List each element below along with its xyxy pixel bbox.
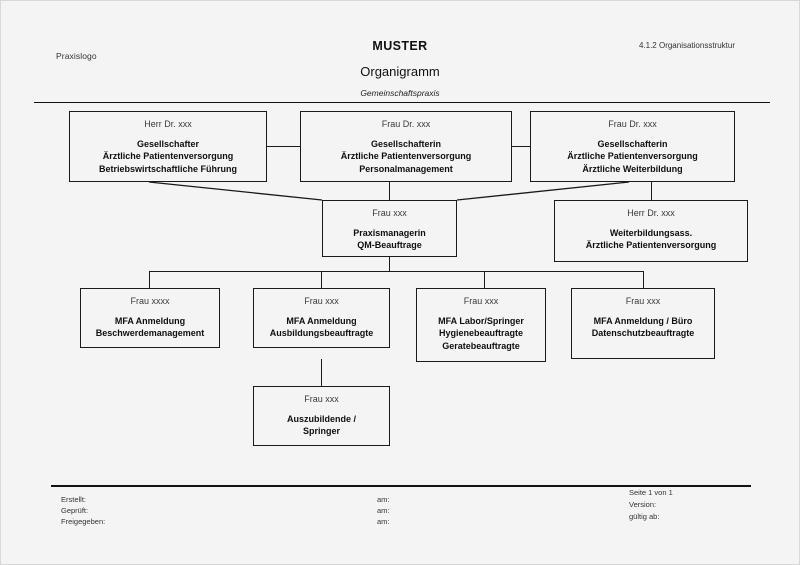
org-node-person: Frau xxx bbox=[372, 208, 407, 218]
footer-checked-label: Geprüft: bbox=[61, 506, 89, 515]
org-node-roles: Weiterbildungsass. Ärztliche Patientenve… bbox=[582, 227, 721, 251]
org-node-mfa-office-privacy[interactable]: Frau xxx MFA Anmeldung / Büro Datenschut… bbox=[571, 288, 715, 359]
connector-bus-mfa2 bbox=[321, 271, 323, 288]
org-node-roles: Gesellschafter Ärztliche Patientenversor… bbox=[95, 138, 241, 174]
org-node-role: MFA Anmeldung bbox=[286, 316, 357, 327]
header-divider bbox=[34, 102, 770, 104]
org-node-role: Datenschutzbeauftragte bbox=[591, 328, 695, 339]
org-node-role: Hygienebeauftragte bbox=[438, 328, 523, 339]
org-node-role: Personalmanagement bbox=[359, 163, 453, 174]
org-node-role: Ärztliche Patientenversorgung bbox=[340, 151, 472, 162]
org-node-trainee[interactable]: Frau xxx Auszubildende / Springer bbox=[253, 386, 390, 446]
org-node-role: MFA Labor/Springer bbox=[438, 316, 524, 327]
org-node-role: Ärztliche Weiterbildung bbox=[582, 163, 683, 174]
org-node-person: Frau xxx bbox=[304, 394, 339, 404]
org-node-role: Beschwerdemanagement bbox=[95, 328, 205, 339]
org-node-role: Springer bbox=[302, 426, 340, 437]
org-node-person: Herr Dr. xxx bbox=[627, 208, 675, 218]
page-title: Organigramm bbox=[360, 64, 440, 79]
org-node-roles: Gesellschafterin Ärztliche Patientenvers… bbox=[563, 138, 702, 174]
footer-date-label-released: am: bbox=[377, 517, 390, 526]
connector-bus-mfa1 bbox=[149, 271, 151, 288]
org-node-role: Gesellschafterin bbox=[597, 139, 668, 150]
org-node-mfa-lab-hygiene[interactable]: Frau xxx MFA Labor/Springer Hygienebeauf… bbox=[416, 288, 546, 362]
org-node-person: Frau Dr. xxx bbox=[381, 119, 431, 129]
connector-bus-mfa4 bbox=[643, 271, 645, 288]
org-node-roles: Praxismanagerin QM-Beauftrage bbox=[349, 227, 430, 251]
org-node-role: QM-Beauftrage bbox=[357, 240, 422, 251]
footer-date-label-created: am: bbox=[377, 495, 390, 504]
org-node-role: Auszubildende / bbox=[286, 414, 356, 425]
org-node-role: Praxismanagerin bbox=[353, 228, 426, 239]
org-node-practice-manager[interactable]: Frau xxx Praxismanagerin QM-Beauftrage bbox=[322, 200, 457, 257]
connector-mfa2-trainee bbox=[321, 359, 323, 386]
connector-partner2-manager bbox=[389, 182, 391, 200]
org-node-roles: Auszubildende / Springer bbox=[283, 413, 360, 437]
footer-created-label: Erstellt: bbox=[61, 495, 87, 504]
connector-partner1-partner2 bbox=[267, 146, 300, 148]
footer-date-label-checked: am: bbox=[377, 506, 390, 515]
org-node-mfa-reception-complaints[interactable]: Frau xxxx MFA Anmeldung Beschwerdemanage… bbox=[80, 288, 220, 348]
connector-partner3-assistant bbox=[651, 182, 653, 200]
org-node-person: Frau Dr. xxx bbox=[608, 119, 657, 129]
org-node-role: Betriebswirtschaftliche Führung bbox=[98, 163, 238, 174]
org-node-person: Frau xxx bbox=[625, 296, 661, 306]
footer-page-number: Seite 1 von 1 bbox=[629, 488, 673, 497]
org-node-partner2[interactable]: Frau Dr. xxx Gesellschafterin Ärztliche … bbox=[300, 111, 512, 182]
connector-bus-mfa3 bbox=[484, 271, 486, 288]
org-node-roles: MFA Anmeldung / Büro Datenschutzbeauftra… bbox=[588, 315, 699, 339]
org-node-roles: MFA Labor/Springer Hygienebeauftragte Ge… bbox=[434, 315, 528, 351]
org-node-role: Gesellschafter bbox=[136, 139, 200, 150]
org-node-role: Geratebeauftragte bbox=[442, 340, 520, 351]
org-node-training-assistant[interactable]: Herr Dr. xxx Weiterbildungsass. Ärztlich… bbox=[554, 200, 748, 262]
org-node-role: MFA Anmeldung / Büro bbox=[593, 316, 693, 327]
connector-manager-to-bus bbox=[389, 257, 391, 272]
praxis-logo-placeholder: Praxislogo bbox=[56, 51, 97, 61]
footer-version-label: Version: bbox=[629, 500, 657, 509]
org-node-person: Herr Dr. xxx bbox=[144, 119, 192, 129]
document-muster-label: MUSTER bbox=[372, 39, 428, 53]
footer-divider bbox=[51, 485, 751, 487]
org-node-roles: MFA Anmeldung Beschwerdemanagement bbox=[92, 315, 209, 339]
org-node-role: MFA Anmeldung bbox=[114, 316, 186, 327]
page-subtitle: Gemeinschaftspraxis bbox=[360, 88, 440, 98]
org-node-person: Frau xxx bbox=[304, 296, 339, 306]
org-node-partner1[interactable]: Herr Dr. xxx Gesellschafter Ärztliche Pa… bbox=[69, 111, 267, 182]
connector-mfa-bus bbox=[149, 271, 644, 273]
org-node-role: Gesellschafterin bbox=[370, 139, 442, 150]
org-node-person: Frau xxx bbox=[463, 296, 499, 306]
org-node-role: Ausbildungsbeauftragte bbox=[269, 328, 374, 339]
org-node-role: Ärztliche Patientenversorgung bbox=[585, 240, 717, 251]
org-node-roles: Gesellschafterin Ärztliche Patientenvers… bbox=[337, 138, 476, 174]
footer-released-label: Freigegeben: bbox=[61, 517, 106, 526]
org-node-role: Ärztliche Patientenversorgung bbox=[102, 151, 234, 162]
document-reference: 4.1.2 Organisationsstruktur bbox=[638, 41, 735, 50]
org-node-person: Frau xxxx bbox=[130, 296, 170, 306]
footer-valid-from-label: gültig ab: bbox=[629, 512, 660, 521]
org-node-role: Weiterbildungsass. bbox=[609, 228, 693, 239]
org-node-mfa-reception-training[interactable]: Frau xxx MFA Anmeldung Ausbildungsbeauft… bbox=[253, 288, 390, 348]
org-node-roles: MFA Anmeldung Ausbildungsbeauftragte bbox=[266, 315, 378, 339]
org-node-role: Ärztliche Patientenversorgung bbox=[567, 151, 698, 162]
org-node-partner3[interactable]: Frau Dr. xxx Gesellschafterin Ärztliche … bbox=[530, 111, 735, 182]
